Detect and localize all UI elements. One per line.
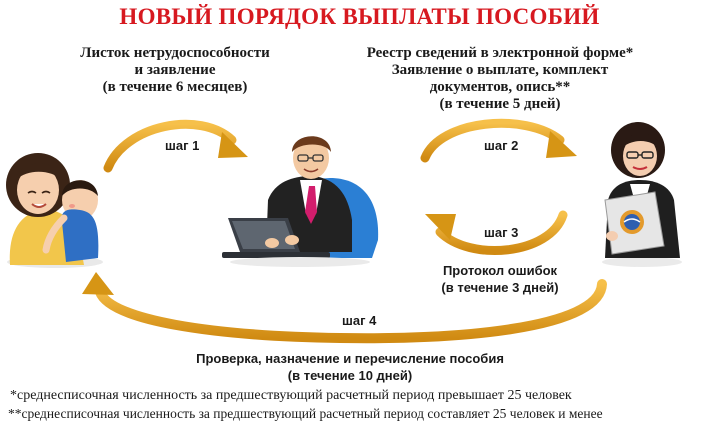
sick-leave-line1: Листок нетрудоспособности xyxy=(80,45,270,61)
registry-line2: Заявление о выплате, комплект xyxy=(391,62,609,78)
clerk-at-laptop-icon xyxy=(222,136,379,267)
mother-child-icon xyxy=(6,153,103,268)
step2-label: шаг 2 xyxy=(484,138,519,153)
registry-line3: документов, опись** xyxy=(429,79,571,95)
footnote-1: *среднесписочная численность за предшест… xyxy=(10,388,572,403)
step4-label: шаг 4 xyxy=(342,313,377,328)
sick-leave-line2: и заявление xyxy=(134,62,216,78)
registry-deadline: (в течение 5 дней) xyxy=(439,96,561,112)
sick-leave-block: Листок нетрудоспособности и заявление (в… xyxy=(40,45,310,96)
registry-block: Реестр сведений в электронной форме* Зая… xyxy=(345,45,655,113)
step1-label: шаг 1 xyxy=(165,138,200,153)
error-protocol-block: Протокол ошибок (в течение 3 дней) xyxy=(410,262,590,296)
error-protocol-deadline: (в течение 3 дней) xyxy=(441,280,559,295)
sick-leave-deadline: (в течение 6 месяцев) xyxy=(102,79,248,95)
step4-arrow xyxy=(82,272,607,344)
fss-specialist-icon xyxy=(602,122,682,267)
error-protocol-line1: Протокол ошибок xyxy=(442,263,558,278)
step1-arrow xyxy=(103,119,248,173)
payment-line1: Проверка, назначение и перечисление посо… xyxy=(196,351,504,366)
step3-arrow xyxy=(425,210,568,255)
payment-block: Проверка, назначение и перечисление посо… xyxy=(130,350,570,384)
step2-arrow xyxy=(420,118,577,163)
step3-label: шаг 3 xyxy=(484,225,519,240)
footnote-2: **среднесписочная численность за предшес… xyxy=(8,406,603,421)
payment-deadline: (в течение 10 дней) xyxy=(287,368,413,383)
registry-line1: Реестр сведений в электронной форме* xyxy=(366,45,634,61)
page-title: НОВЫЙ ПОРЯДОК ВЫПЛАТЫ ПОСОБИЙ xyxy=(119,4,600,29)
